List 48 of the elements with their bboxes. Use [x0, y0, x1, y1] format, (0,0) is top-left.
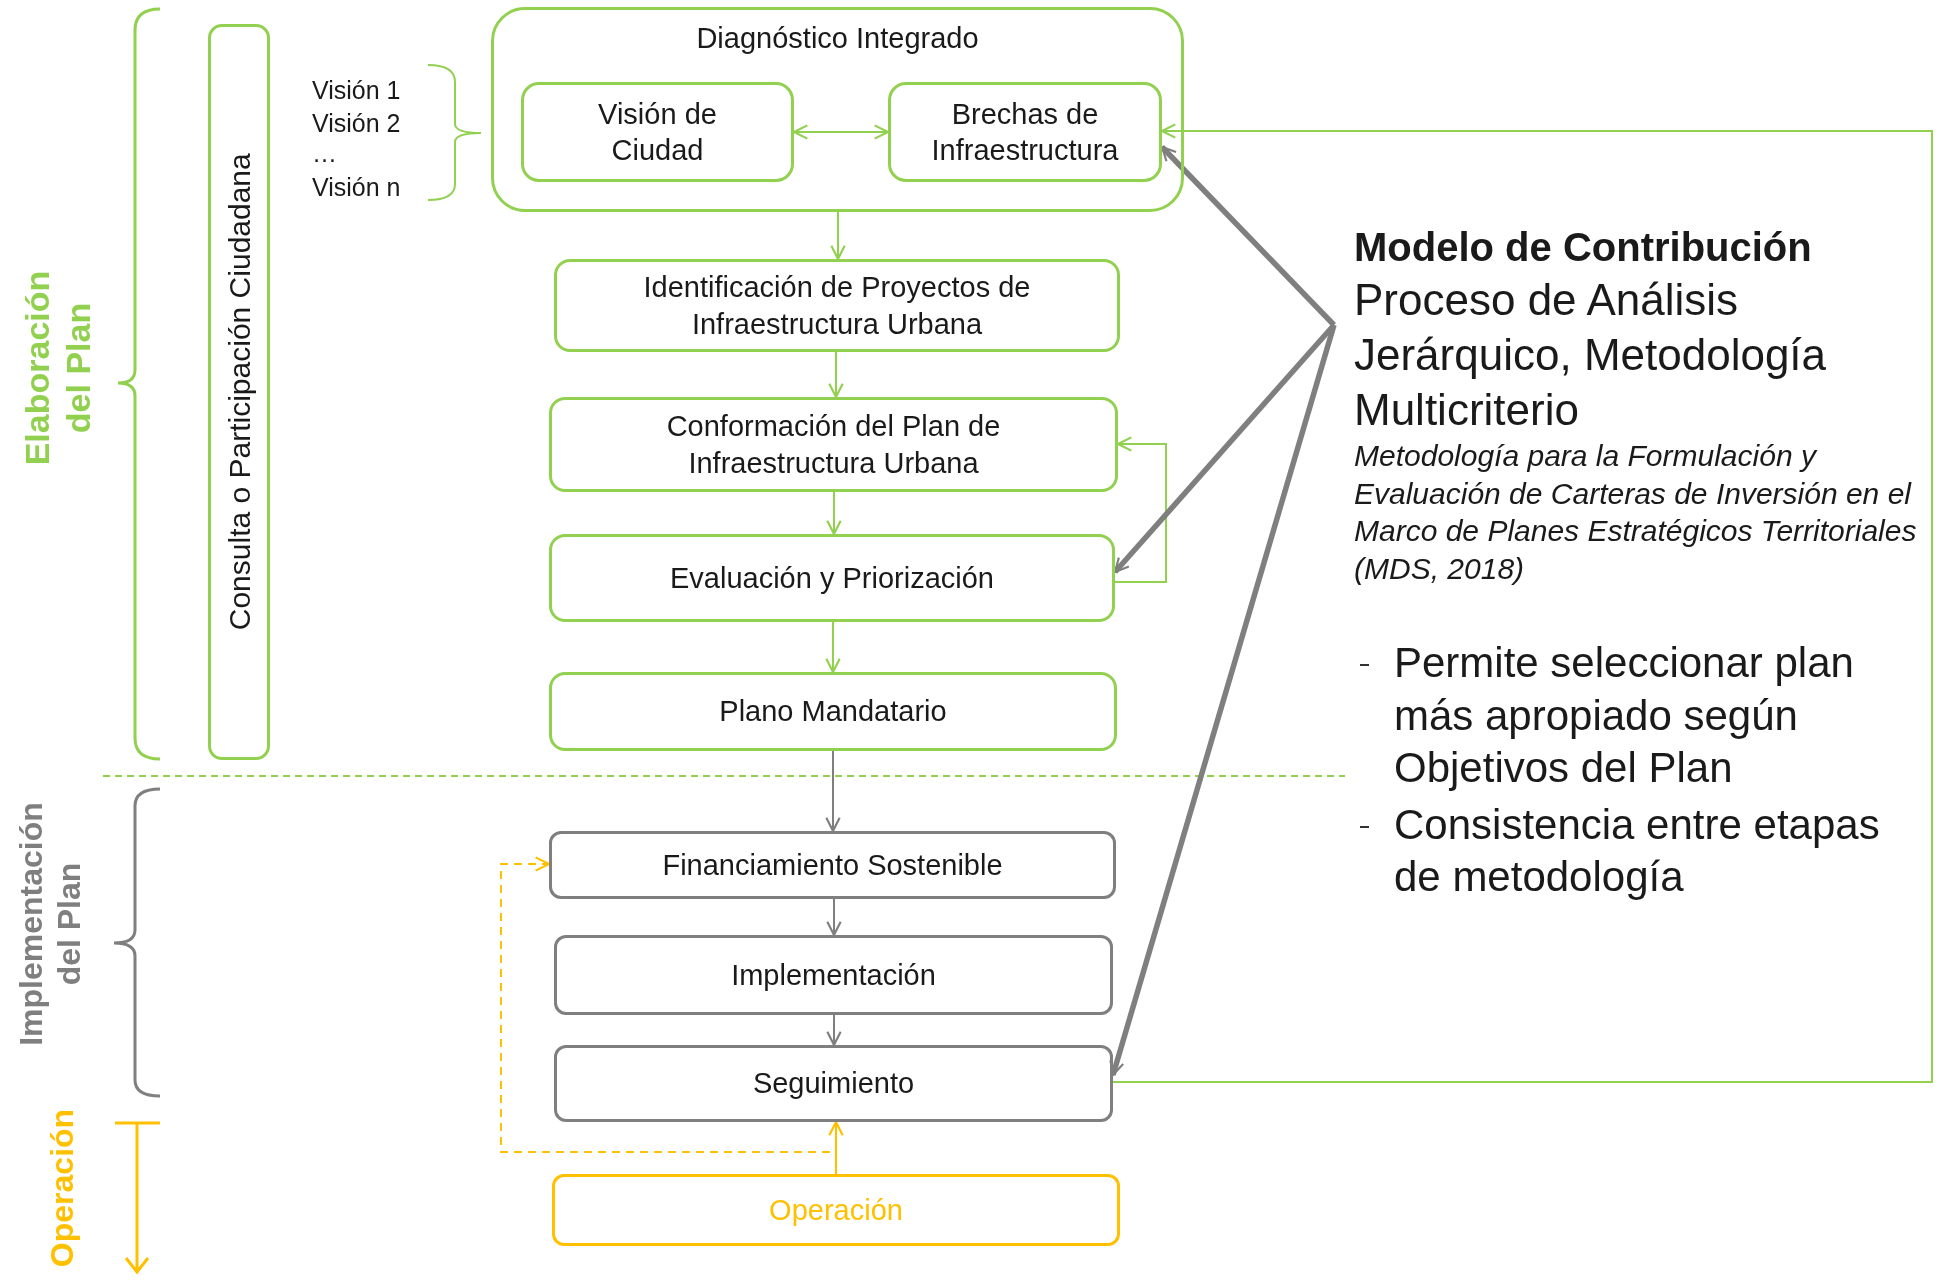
group-box — [491, 7, 1184, 212]
phase-label: Elaboración del Plan — [17, 269, 98, 468]
arrow — [826, 1014, 842, 1047]
node-label: Evaluación y Priorización — [670, 560, 994, 596]
process-box — [549, 831, 1116, 899]
arrow — [825, 750, 841, 833]
list-item: Visión 2 — [312, 108, 401, 138]
process-box — [549, 534, 1115, 622]
arrow — [828, 351, 844, 399]
arrow — [825, 621, 841, 674]
process-box — [549, 672, 1117, 751]
arrow — [826, 491, 842, 536]
node-label: Financiamiento Sostenible — [662, 847, 1003, 883]
node-label: Consulta o Participación Ciudadana — [221, 153, 257, 631]
node-label: Plano Mandatario — [719, 694, 947, 730]
heading: Modelo de Contribución — [1354, 224, 1813, 271]
list-item: Visión 1 — [312, 75, 401, 105]
process-box — [521, 82, 794, 182]
process-box — [554, 1045, 1113, 1122]
process-box — [552, 1174, 1120, 1246]
node-label: Identificación de Proyectos de Infraestructura Urbana — [642, 270, 1032, 342]
arrow — [826, 898, 842, 937]
arrow — [792, 124, 890, 140]
phase-label: Operación — [42, 1107, 81, 1270]
node-label: Brechas de Infraestructura — [930, 96, 1120, 168]
arrow — [1114, 436, 1167, 583]
bullet-text: Permite seleccionar plan más apropiado según Objetivos del Plan — [1394, 638, 1855, 793]
list-item: … — [312, 138, 337, 168]
arrow — [830, 211, 846, 261]
group-title: Diagnóstico Integrado — [696, 21, 979, 56]
reference-text: Metodología para la Formulación y Evaluación de Carteras de Inversión en el Marco de Planes Estratégicos Territoriales (MDS, 2018) — [1354, 438, 1918, 587]
node-label: Conformación del Plan de Infraestructura Urbana — [665, 409, 1002, 481]
list-item: Visión n — [312, 172, 401, 202]
vertical-box — [208, 24, 270, 760]
subheading: Proceso de Análisis Jerárquico, Metodología Multicriterio — [1354, 274, 1828, 436]
node-label: Visión de Ciudad — [597, 96, 718, 168]
arrow — [1112, 123, 1933, 1083]
process-box — [549, 397, 1118, 492]
node-label: Seguimiento — [752, 1066, 915, 1102]
process-box — [888, 82, 1162, 182]
node-label: Implementación — [731, 957, 936, 993]
arrow — [1109, 324, 1337, 1077]
arrow — [1160, 145, 1336, 327]
node-label: Operación — [769, 1192, 903, 1228]
process-box — [554, 935, 1113, 1015]
process-box — [554, 259, 1120, 352]
bullet-text: Consistencia entre etapas de metodología — [1394, 799, 1881, 902]
phase-label: Implementación del Plan — [11, 801, 88, 1048]
